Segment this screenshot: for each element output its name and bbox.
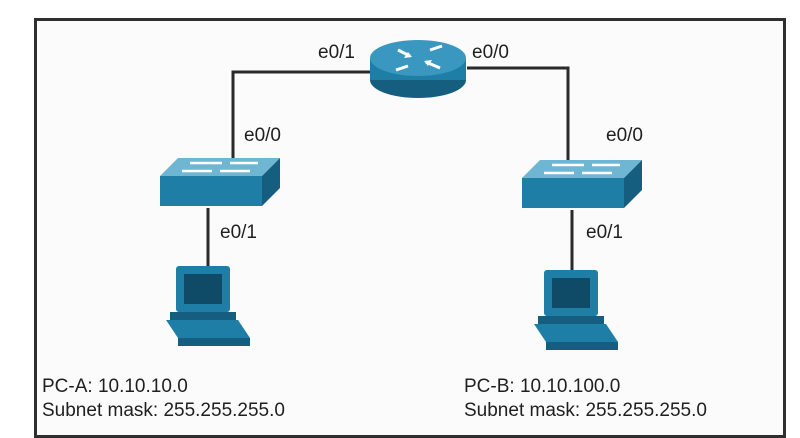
topology-canvas	[160, 40, 642, 350]
pc-icon	[166, 266, 250, 346]
pc-a-info: PC-A: 10.10.10.0 Subnet mask: 255.255.25…	[42, 375, 285, 423]
switch-icon	[160, 158, 280, 206]
pc-b-info: PC-B: 10.10.100.0 Subnet mask: 255.255.2…	[464, 375, 707, 423]
switch-icon	[522, 160, 642, 208]
pc-b-subnet-mask: Subnet mask: 255.255.255.0	[464, 400, 707, 421]
pc-icon	[534, 270, 618, 350]
pc-a-address: PC-A: 10.10.10.0	[42, 376, 188, 397]
pc-b-address: PC-B: 10.10.100.0	[464, 376, 621, 397]
router-port-label-left: e0/1	[318, 42, 355, 63]
router-port-label-right: e0/0	[472, 42, 509, 63]
router-icon	[370, 40, 466, 98]
link-router-to-right-switch	[467, 66, 570, 168]
link-router-to-left-switch	[231, 70, 372, 158]
left-switch-uplink-port-label: e0/0	[244, 125, 281, 146]
right-switch-uplink-port-label: e0/0	[606, 125, 643, 146]
network-diagram: e0/1 e0/0 e0/0 e0/1 e0/0 e0/1 PC-A: 10.1…	[34, 18, 786, 438]
left-switch-downlink-port-label: e0/1	[220, 222, 257, 243]
pc-a-subnet-mask: Subnet mask: 255.255.255.0	[42, 400, 285, 421]
right-switch-downlink-port-label: e0/1	[586, 222, 623, 243]
